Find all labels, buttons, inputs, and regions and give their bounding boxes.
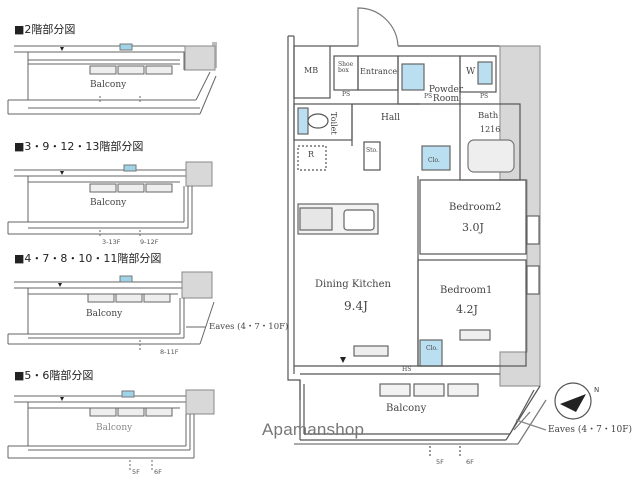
eaves-label: Eaves (4・7・10F)	[548, 425, 632, 435]
bath-size-label: 1216	[480, 125, 501, 134]
ps-label-right: PS	[480, 93, 489, 100]
dining-kitchen-size: 9.4J	[344, 299, 368, 313]
section-balcony-label-2f: Balcony	[90, 80, 127, 90]
ps-label-left: PS	[342, 91, 351, 98]
bedroom1-label: Bedroom1	[440, 285, 493, 296]
floor-mark-3-13f: 3-13F	[102, 238, 121, 246]
hs-label: HS	[402, 366, 412, 373]
floor-mark-9-12f: 9-12F	[140, 238, 159, 246]
shoe-box-label: Shoe box	[338, 61, 354, 74]
floor-mark-6f: 6F	[154, 468, 162, 476]
floor-mark-6f-plan: 6F	[466, 458, 474, 466]
balcony-label: Balcony	[386, 403, 427, 414]
sto-label: Sto.	[366, 147, 378, 154]
floor-mark-8-11f: 8-11F	[160, 348, 179, 356]
hall-label: Hall	[381, 113, 400, 123]
section-balcony-label-3-9-12-13f: Balcony	[90, 198, 127, 208]
clo-lower-label: Clo.	[426, 345, 438, 352]
compass-north-label: N	[594, 386, 600, 394]
bedroom2-label: Bedroom2	[449, 202, 502, 213]
section-title-3-9-12-13f: ■3・9・12・13階部分図	[14, 140, 144, 153]
bedroom2-size: 3.0J	[462, 221, 484, 234]
compass-icon	[555, 383, 591, 419]
toilet-label: Toilet	[329, 112, 338, 135]
clo-upper-label: Clo.	[428, 157, 440, 164]
section-title-5-6f: ■5・6階部分図	[14, 369, 94, 382]
section-eaves-label: Eaves (4・7・10F)	[209, 322, 289, 332]
powder-room-label: Powder Room	[428, 85, 464, 104]
section-balcony-label-4-7-8-10-11f: Balcony	[86, 309, 123, 319]
dining-kitchen-label: Dining Kitchen	[315, 279, 391, 290]
section-title-2f: ■2階部分図	[14, 23, 76, 36]
watermark-text: Apamanshop	[262, 420, 365, 439]
r-label: R	[308, 150, 315, 159]
bath-label: Bath	[478, 111, 499, 121]
floor-mark-5f: 5F	[132, 468, 140, 476]
section-title-4-7-8-10-11f: ■4・7・8・10・11階部分図	[14, 252, 162, 265]
floor-mark-5f-plan: 5F	[436, 458, 444, 466]
bedroom1-size: 4.2J	[456, 303, 478, 316]
ps-label-mid: PS	[424, 93, 433, 100]
mb-label: MB	[304, 66, 319, 75]
section-balcony-label-5-6f: Balcony	[96, 423, 133, 433]
entrance-label: Entrance	[360, 67, 398, 76]
w-label: W	[466, 67, 476, 77]
